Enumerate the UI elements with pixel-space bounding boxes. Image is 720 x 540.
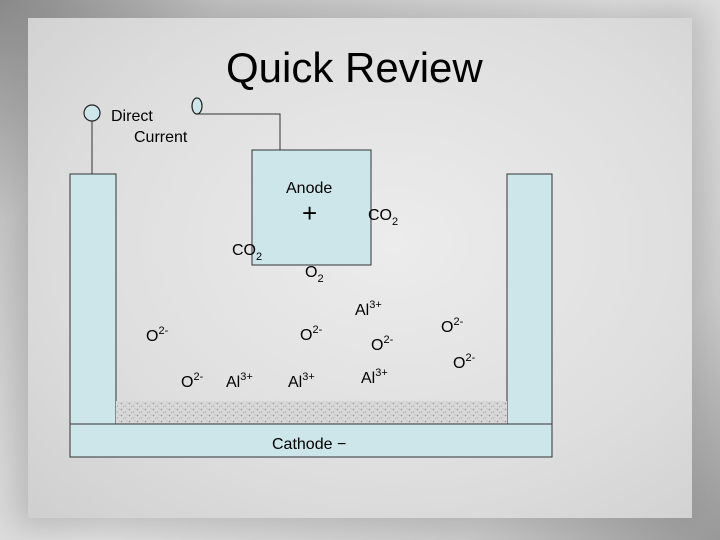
cathode-sign: − [336,436,347,453]
oxide-ion-mid: O2- [300,324,323,344]
cathode-base [69,423,553,458]
co2-left: CO2 [232,242,263,263]
molten-aluminium-layer [116,401,507,424]
cell-wall-left [69,173,117,425]
cell-wall-right [506,173,553,425]
oxide-ion-right-top: O2- [441,316,464,336]
al-ion-top: Al3+ [355,299,382,319]
slide-title: Quick Review [226,44,483,91]
power-label-line2: Current [134,129,188,146]
oxide-ion-left: O2- [146,325,169,345]
al-ion-bottom-1: Al3+ [226,371,253,391]
terminal-negative [83,104,101,122]
al-ion-bottom-2: Al3+ [288,371,315,391]
anode-block [251,149,372,266]
oxide-ion-center: O2- [371,334,394,354]
terminal-positive [191,97,203,115]
o2-gas: O2 [305,264,324,285]
oxide-ion-right-bottom: O2- [453,352,476,372]
co2-right: CO2 [368,207,399,228]
cathode-label: Cathode − [272,436,347,453]
anode-label: Anode [286,180,333,197]
al-ion-bottom-3: Al3+ [361,367,388,387]
anode-sign: + [302,198,318,228]
power-label-line1: Direct [111,108,153,125]
wire-right [197,106,281,150]
oxide-ion-bottom-left: O2- [181,371,204,391]
